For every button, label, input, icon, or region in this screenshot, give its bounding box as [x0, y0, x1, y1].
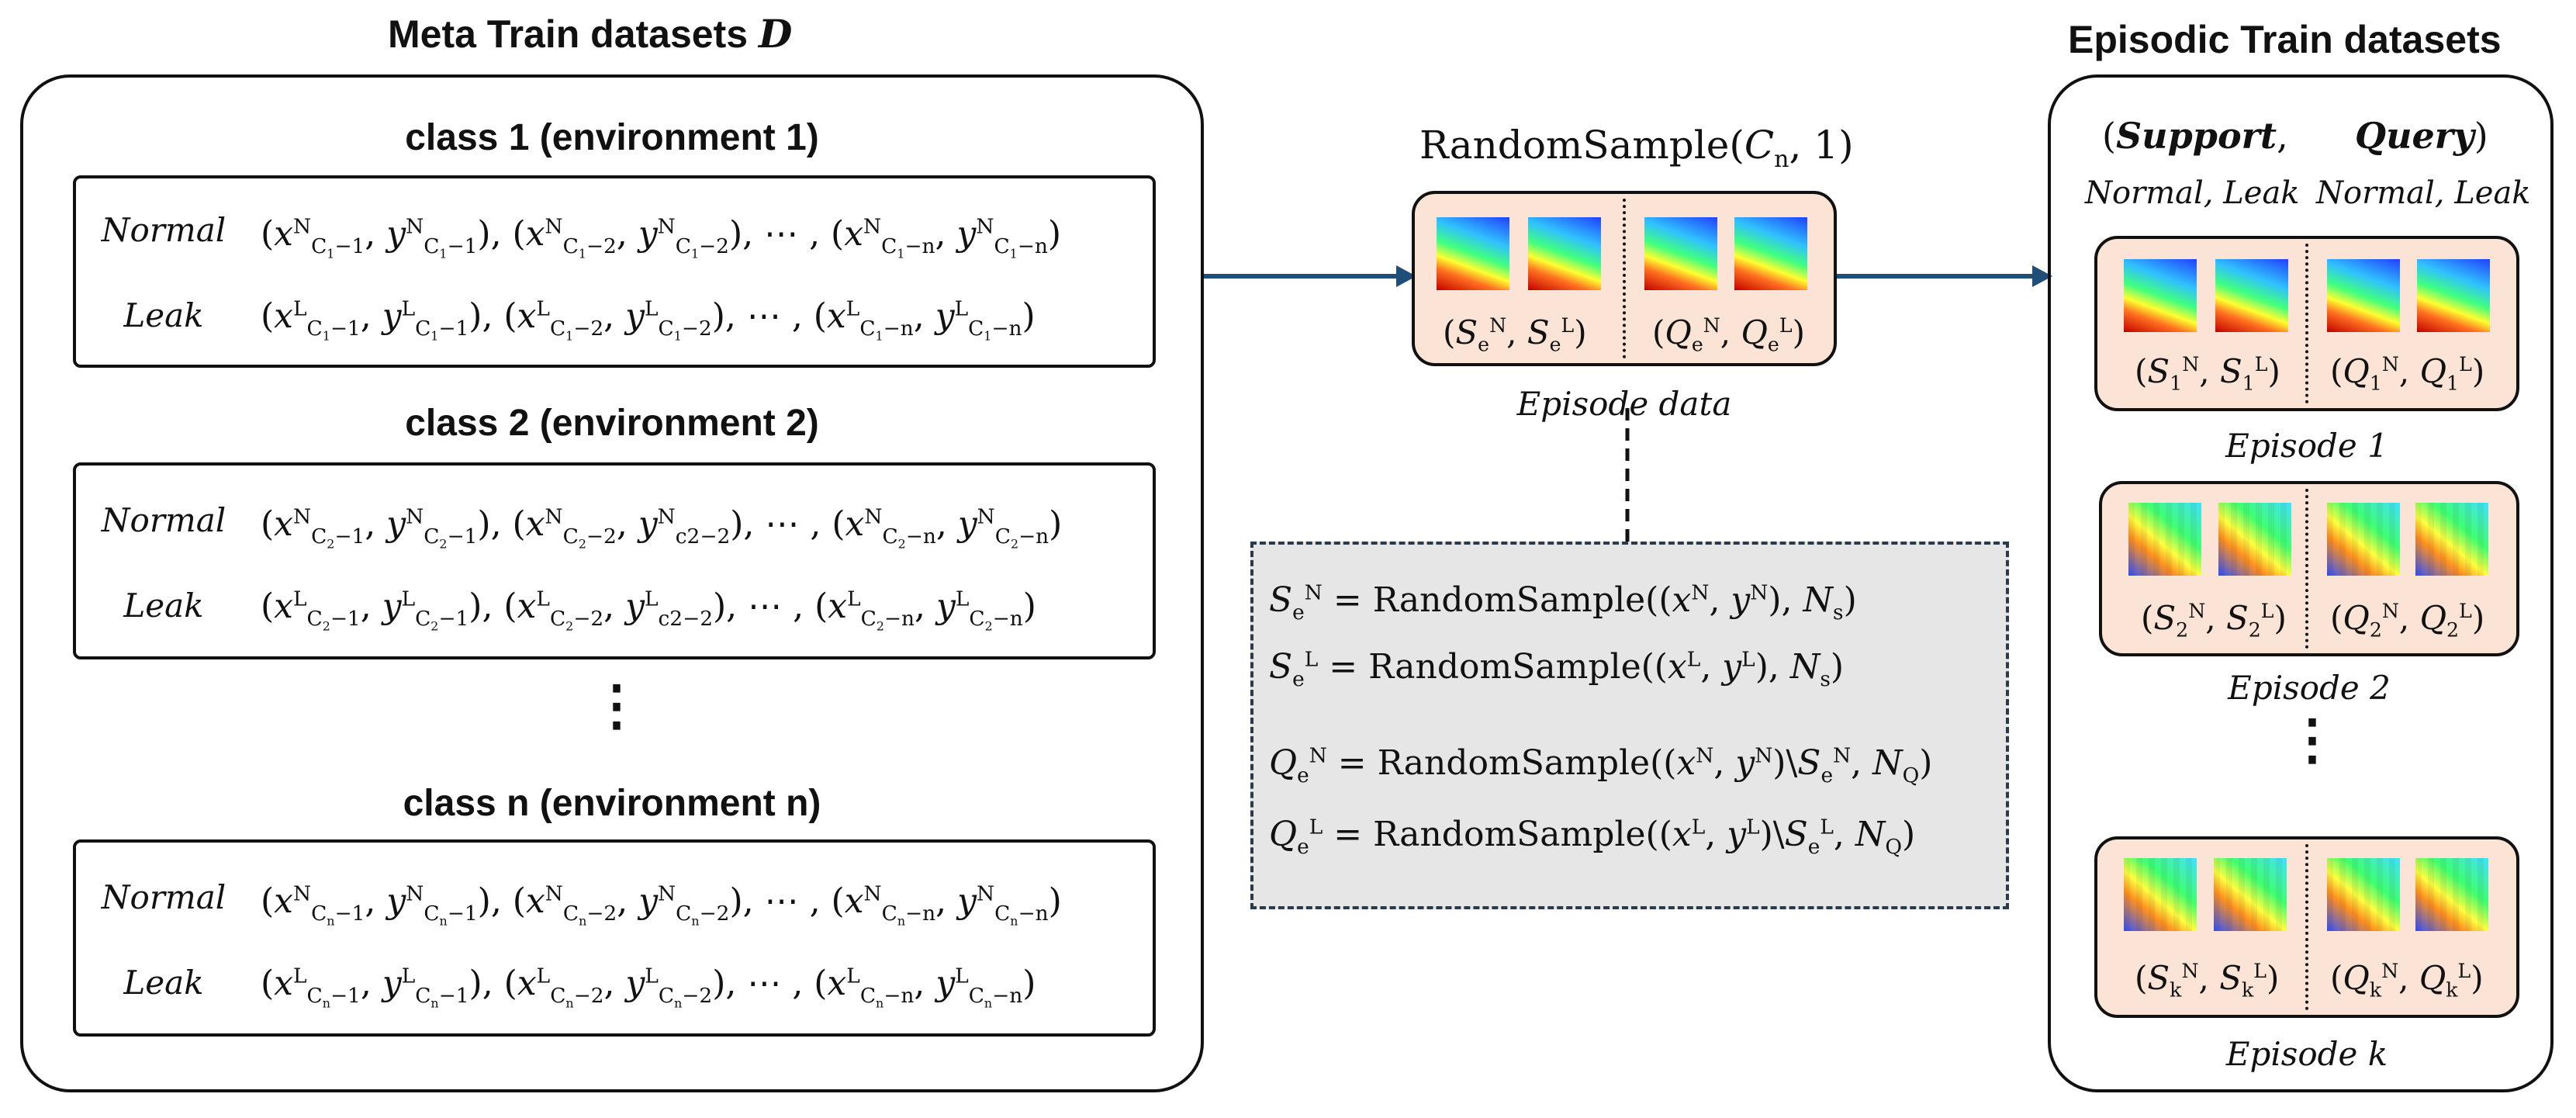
formula-query-normal: QeN = RandomSample((xN, yN)\SeN, NQ)	[1269, 743, 1933, 787]
heatmap-thumbnail	[1734, 217, 1807, 290]
episodic-header-support: (Support,	[2102, 115, 2288, 157]
formula-box	[1250, 542, 2009, 909]
header-support-text: Support	[2115, 115, 2277, 157]
formula-support-normal: SeN = RandomSample((xN, yN), Ns)	[1269, 580, 1857, 625]
header-query-text: Query	[2355, 115, 2474, 157]
episode-query-pair: (QeN, QeL)	[1652, 313, 1805, 356]
episodic-header-sub-right: Normal, Leak	[2316, 175, 2531, 211]
episode-2-label: Episode 2	[2228, 669, 2391, 707]
heatmap-thumbnail	[2327, 858, 2400, 931]
episodic-header-sub-left: Normal, Leak	[2085, 175, 2300, 211]
heatmap-thumbnail	[2327, 503, 2400, 576]
heatmap-thumbnail	[2214, 858, 2287, 931]
episode-k-support-pair: (SkN, SkL)	[2135, 959, 2280, 1002]
class-ellipsis: ⋮	[590, 673, 644, 737]
episode-1-query-pair: (Q1N, Q1L)	[2330, 352, 2485, 395]
class-1-leak-sequence: (xLC1−1, yLC1−1), (xLC1−2, yLC1−2), ⋯ , …	[261, 296, 1036, 344]
class-2-leak-sequence: (xLC2−1, yLC2−1), (xLC2−2, yLc2−2), ⋯ , …	[261, 587, 1036, 634]
heatmap-thumbnail	[2415, 858, 2488, 931]
heatmap-thumbnail	[2415, 503, 2488, 576]
episode-2-query-pair: (Q2N, Q2L)	[2330, 599, 2485, 642]
arrow-to-episodic-datasets	[1837, 265, 2052, 287]
meta-train-title-var: D	[758, 11, 793, 57]
class-n-title: class n (environment n)	[403, 783, 821, 824]
episode-1-label: Episode 1	[2225, 427, 2388, 465]
episodic-train-title: Episodic Train datasets	[2068, 18, 2502, 61]
class-n-leak-sequence: (xLCn−1, yLCn−1), (xLCn−2, yLCn−2), ⋯ , …	[261, 964, 1036, 1011]
episode-1-divider	[2305, 244, 2308, 403]
class-2-leak-label: Leak	[123, 587, 204, 625]
class-n-box	[73, 839, 1156, 1037]
class-2-box	[73, 462, 1156, 659]
episode-ellipsis: ⋮	[2285, 707, 2339, 771]
episodic-header-query: Query)	[2355, 115, 2488, 157]
heatmap-thumbnail	[2215, 259, 2288, 332]
class-1-normal-label: Normal	[101, 211, 226, 249]
class-1-title: class 1 (environment 1)	[405, 117, 819, 158]
heatmap-thumbnail	[1644, 217, 1717, 290]
formula-support-leak: SeL = RandomSample((xL, yL), Ns)	[1269, 647, 1845, 691]
episode-support-pair: (SeN, SeL)	[1443, 313, 1587, 356]
meta-train-container	[20, 74, 1204, 1092]
episode-k-divider	[2305, 844, 2308, 1010]
episode-k-label: Episode k	[2225, 1035, 2388, 1073]
episode-1-support-pair: (S1N, S1L)	[2135, 352, 2280, 395]
formula-query-leak: QeL = RandomSample((xL, yL)\SeL, NQ)	[1269, 815, 1916, 859]
episode-k-query-pair: (QkN, QkL)	[2330, 959, 2484, 1002]
class-2-normal-sequence: (xNC2−1, yNC2−1), (xNC2−2, yNc2−2), ⋯ , …	[261, 504, 1063, 552]
random-sample-label: RandomSample(Cn, 1)	[1419, 123, 1854, 173]
episodic-train-container	[2048, 74, 2554, 1092]
episode-2-support-pair: (S2N, S2L)	[2141, 599, 2287, 642]
meta-train-title: Meta Train datasets D	[388, 11, 792, 57]
class-n-normal-sequence: (xNCn−1, yNCn−1), (xNCn−2, yNCn−2), ⋯ , …	[261, 881, 1062, 929]
meta-train-title-text: Meta Train datasets	[388, 12, 759, 56]
episode-data-label: Episode data	[1516, 385, 1732, 423]
arrow-to-episode	[1204, 265, 1416, 287]
class-2-title: class 2 (environment 2)	[405, 403, 819, 444]
class-2-normal-label: Normal	[101, 501, 226, 539]
class-n-leak-label: Leak	[123, 964, 204, 1002]
heatmap-thumbnail	[1528, 217, 1601, 290]
class-1-leak-label: Leak	[123, 296, 204, 334]
class-1-box	[73, 175, 1156, 368]
heatmap-thumbnail	[2218, 503, 2291, 576]
heatmap-thumbnail	[2124, 858, 2197, 931]
heatmap-thumbnail	[1437, 217, 1509, 290]
heatmap-thumbnail	[2417, 259, 2490, 332]
episode-data-divider	[1623, 199, 1626, 358]
heatmap-thumbnail	[2124, 259, 2197, 332]
episode-2-divider	[2305, 489, 2308, 649]
heatmap-thumbnail	[2128, 503, 2201, 576]
class-n-normal-label: Normal	[101, 878, 226, 916]
heatmap-thumbnail	[2327, 259, 2400, 332]
class-1-normal-sequence: (xNC1−1, yNC1−1), (xNC1−2, yNC1−2), ⋯ , …	[261, 214, 1062, 261]
